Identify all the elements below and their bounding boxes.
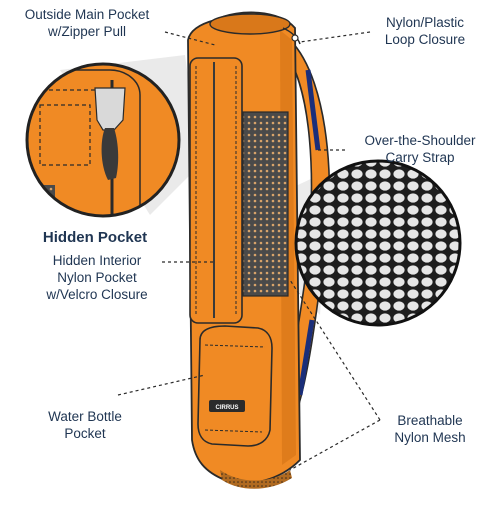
label-mesh-line1: Breathable: [397, 413, 463, 428]
label-water-line1: Water Bottle: [48, 409, 122, 424]
label-water-line2: Pocket: [64, 426, 106, 441]
outside-main-pocket: [189, 57, 243, 324]
label-hidden-pocket-title: Hidden Pocket: [42, 229, 148, 246]
mesh-detail-circle: [294, 159, 462, 327]
label-carry-strap: Over-the-Shoulder Carry Strap: [340, 132, 500, 166]
leader-lines: [117, 31, 381, 471]
label-nylon-mesh: Breathable Nylon Mesh: [370, 412, 490, 446]
label-outside-line1: Outside Main Pocket: [24, 7, 150, 22]
label-hidden-line2: Nylon Pocket: [57, 270, 137, 285]
brand-logo: CIRRUS: [215, 405, 238, 411]
label-loop-line2: Loop Closure: [384, 32, 466, 47]
label-outside-line2: w/Zipper Pull: [47, 24, 127, 39]
zipper-detail-circle: [25, 62, 181, 218]
label-strap-line1: Over-the-Shoulder: [364, 133, 476, 148]
label-hidden-line1: Hidden Interior: [52, 253, 142, 268]
label-outside-main-pocket: Outside Main Pocket w/Zipper Pull: [2, 6, 172, 40]
water-bottle-pocket: [197, 325, 273, 447]
label-water-bottle-pocket: Water Bottle Pocket: [30, 408, 140, 442]
label-mesh-line2: Nylon Mesh: [394, 430, 466, 445]
mesh-panel: [242, 111, 289, 297]
label-loop-line1: Nylon/Plastic: [385, 15, 465, 30]
label-hidden-line3: w/Velcro Closure: [46, 287, 148, 302]
label-strap-line2: Carry Strap: [385, 150, 455, 165]
label-hidden-pocket-desc: Hidden Interior Nylon Pocket w/Velcro Cl…: [22, 252, 172, 303]
label-loop-closure: Nylon/Plastic Loop Closure: [360, 14, 490, 48]
